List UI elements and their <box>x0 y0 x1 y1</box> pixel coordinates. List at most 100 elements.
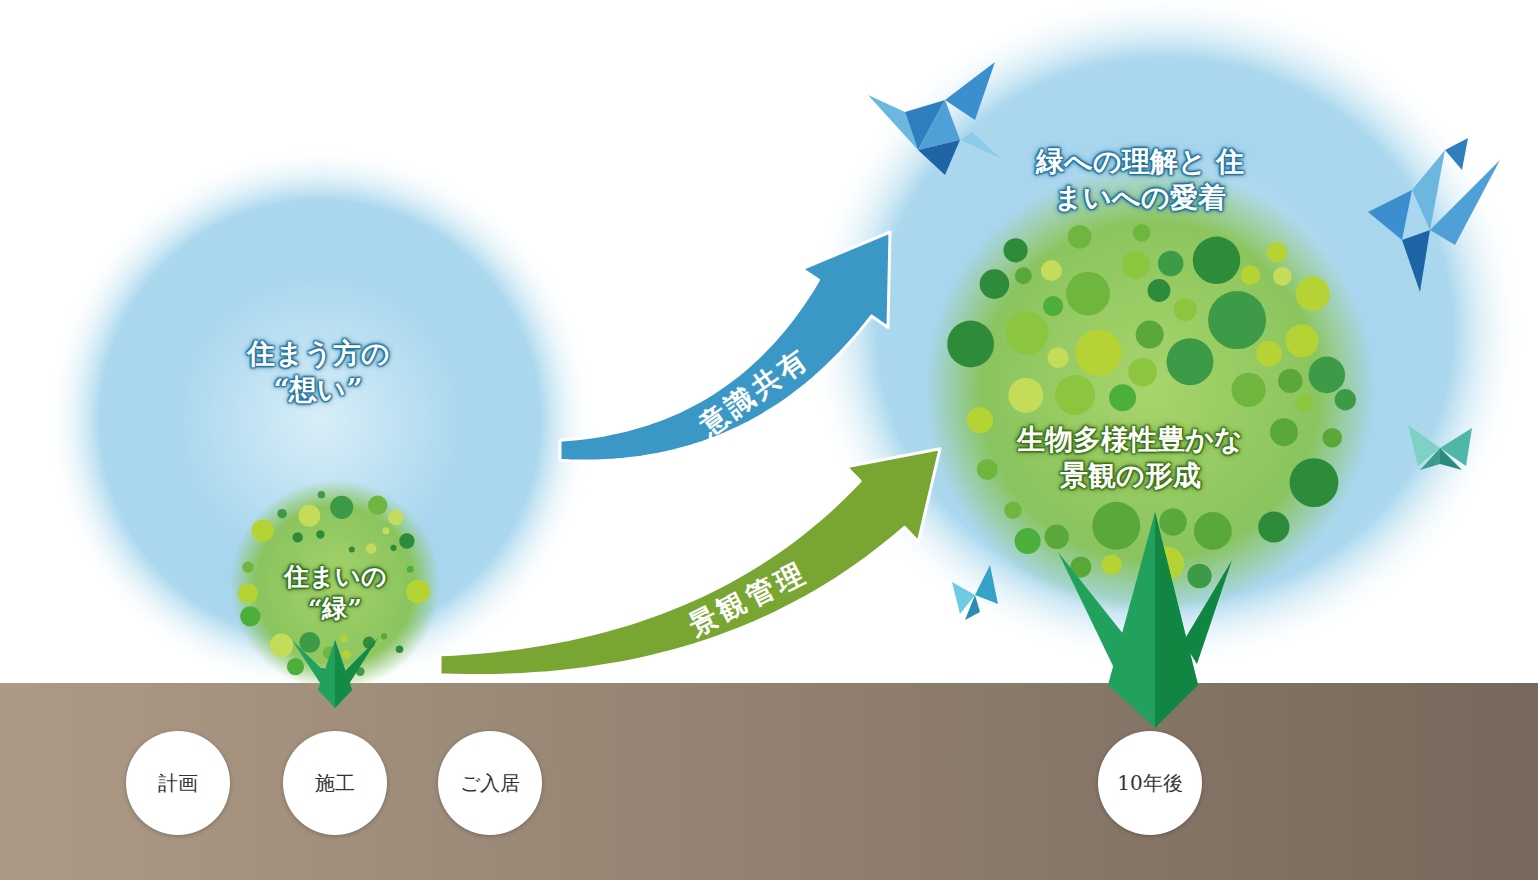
bird-left <box>868 62 1000 175</box>
flow-arrow <box>560 232 890 461</box>
bird-part <box>1402 230 1430 292</box>
leaf-dot <box>1167 338 1214 385</box>
leaf-dot <box>1068 225 1092 249</box>
small-trunk <box>292 638 378 708</box>
leaf-dot <box>1043 296 1063 316</box>
node-text: 住まいの “緑” <box>270 561 400 626</box>
leaf-dot <box>1075 330 1121 376</box>
bird-right <box>1368 138 1500 292</box>
leaf-dot <box>980 269 1010 299</box>
leaf-dot <box>340 635 347 642</box>
large-tree-crown: 生物多様性豊かな 景観の形成 <box>940 180 1360 600</box>
leaf-dot <box>287 658 304 675</box>
leaf-dot <box>330 496 353 519</box>
leaf-dot <box>318 491 325 498</box>
leaf-dot <box>1208 291 1266 349</box>
attachment-glow: 緑への理解と 住まいへの愛着生物多様性豊かな 景観の形成 <box>890 40 1430 680</box>
large-trunk <box>1058 512 1232 728</box>
branch <box>1183 560 1232 664</box>
leaf-dot <box>1174 298 1197 321</box>
arrow-label: 景観管理 <box>682 553 814 644</box>
flow-arrow <box>440 449 940 676</box>
node-text: 生物多様性豊かな 景観の形成 <box>1005 422 1255 495</box>
node-text: 住まう方の “想い” <box>243 336 393 409</box>
butterfly-left <box>952 565 998 620</box>
leaf-dot <box>1136 321 1164 349</box>
leaf-dot <box>1015 528 1041 554</box>
wing <box>975 565 998 604</box>
leaf-dot <box>382 527 389 534</box>
leaf-dot <box>1158 251 1184 277</box>
leaf-dot <box>1015 267 1032 284</box>
bird-part <box>1368 190 1412 240</box>
leaf-dot <box>1270 418 1298 446</box>
leaf-dot <box>1278 369 1302 393</box>
leaf-dot <box>1335 389 1356 410</box>
leaf-dot <box>381 633 387 639</box>
leaf-dot <box>1309 357 1346 394</box>
leaf-dot <box>270 634 294 658</box>
leaf-dot <box>1258 511 1289 542</box>
leaf-dot <box>1066 272 1110 316</box>
stage-circle: 10年後 <box>1098 731 1202 835</box>
leaf-dot <box>240 606 260 626</box>
wing <box>1440 448 1462 470</box>
thought-glow: 住まう方の “想い” 住まいの “緑” <box>80 150 560 690</box>
leaf-dot <box>368 496 387 515</box>
leaf-dot <box>1240 265 1260 285</box>
leaf-dot <box>1004 238 1028 262</box>
node-text: 緑への理解と 住まいへの愛着 <box>1025 144 1255 217</box>
leaf-dot <box>1273 267 1292 286</box>
leaf-dot <box>1193 237 1240 284</box>
leaf-dot <box>1041 260 1062 281</box>
leaf-dot <box>1045 525 1069 549</box>
leaf-dot <box>1101 554 1122 575</box>
leaf-dot <box>342 650 351 659</box>
leaf-dot <box>396 645 404 653</box>
leaf-dot <box>1187 564 1211 588</box>
leaf-dot <box>1159 508 1186 535</box>
leaf-dot <box>316 530 324 538</box>
node-text: 施工 <box>315 771 355 795</box>
stage-circle: 施工 <box>283 731 387 835</box>
leaf-dot <box>967 407 993 433</box>
leaf-dot <box>1148 279 1171 302</box>
bird-part <box>918 140 960 175</box>
leaf-dot <box>1109 384 1136 411</box>
leaf-dot <box>947 321 994 368</box>
leaf-dot <box>1285 324 1318 357</box>
leaf-dot <box>388 510 403 525</box>
leaf-dot <box>366 543 376 553</box>
leaf-dot <box>1232 373 1266 407</box>
leaf-dots <box>238 224 1356 680</box>
glow-small <box>45 145 595 695</box>
trunk-shade <box>1155 512 1198 728</box>
wing <box>1420 448 1440 470</box>
ground-band <box>0 683 1538 880</box>
branch <box>1058 552 1128 668</box>
arrow-label: 意識共有 <box>692 339 818 444</box>
leaf-dot <box>1092 502 1140 550</box>
leaf-dot <box>406 580 430 604</box>
leaf-dot <box>1322 428 1342 448</box>
leaf-dot <box>399 533 414 548</box>
small-tree-crown: 住まいの “緑” <box>230 480 440 690</box>
wing <box>965 595 980 620</box>
leaf-dot <box>1048 347 1069 368</box>
leaf-dot <box>1055 375 1095 415</box>
bird-part <box>1412 150 1445 230</box>
leaf-dot <box>1122 251 1150 279</box>
leaf-dot <box>277 509 287 519</box>
leaf-dot <box>1004 502 1021 519</box>
leaf-dot <box>242 562 253 573</box>
leaf-dot <box>407 566 414 573</box>
leaf-dot <box>1256 341 1282 367</box>
leaf-dot <box>1128 358 1157 387</box>
leaf-dot <box>363 637 375 649</box>
leaf-dot <box>1296 277 1330 311</box>
node-text: 10年後 <box>1117 771 1182 795</box>
bird-part <box>945 62 995 120</box>
butterfly-right <box>1408 425 1472 470</box>
leaf-dot <box>1267 242 1288 263</box>
